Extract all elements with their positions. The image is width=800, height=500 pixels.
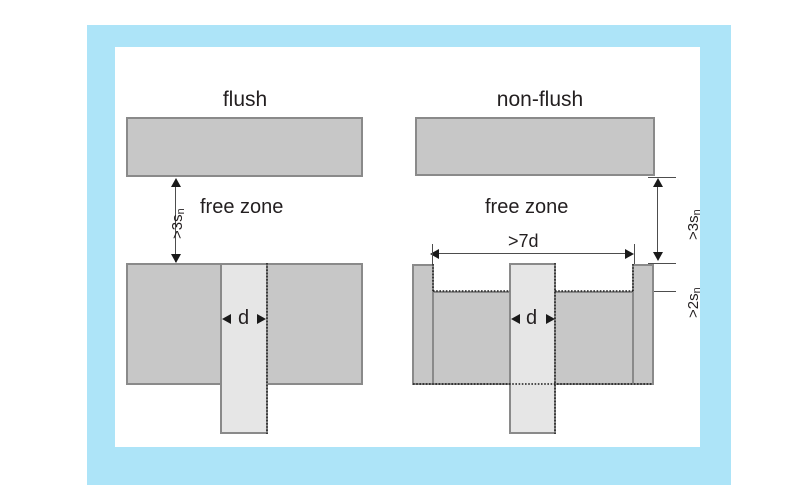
- non-flush-dim-prefix: >3s: [685, 215, 702, 240]
- non-flush-width-arrow-right: [625, 249, 634, 259]
- flush-dim-arrow-down: [171, 254, 181, 263]
- flush-dim-prefix: >3s: [169, 214, 186, 239]
- flush-vertical-dim-line: [175, 180, 176, 262]
- non-flush-target-right-wall: [632, 264, 654, 385]
- non-flush-width-ext-left: [432, 244, 433, 266]
- non-flush-target-floor-right: [554, 291, 634, 385]
- non-flush-d-arrow-left: [511, 314, 520, 324]
- flush-target-right: [266, 263, 363, 385]
- non-flush-center-rod: [509, 263, 556, 434]
- flush-vertical-dim-label: >3sn: [169, 208, 187, 239]
- non-flush-diameter-label: d: [526, 307, 538, 329]
- flush-dim-arrow-up: [171, 178, 181, 187]
- non-flush-width-dim-line: [434, 253, 632, 254]
- non-flush-recess-subscript: n: [690, 287, 703, 294]
- non-flush-vertical-dim-label: >3sn: [685, 209, 703, 240]
- non-flush-recess-tick-bottom: [648, 291, 676, 292]
- flush-d-arrow-left: [222, 314, 231, 324]
- non-flush-free-zone-label: free zone: [485, 196, 569, 218]
- non-flush-dim-tick-mid: [648, 263, 676, 264]
- non-flush-width-arrow-left: [430, 249, 439, 259]
- non-flush-vertical-dim-line: [657, 180, 658, 258]
- non-flush-width-dim-label: >7d: [508, 231, 539, 251]
- flush-title: flush: [222, 88, 268, 111]
- flush-diameter-label: d: [238, 307, 250, 329]
- non-flush-recess-prefix: >2s: [685, 293, 702, 318]
- non-flush-target-floor-left: [432, 291, 511, 385]
- non-flush-title: non-flush: [496, 88, 584, 111]
- flush-center-rod: [220, 263, 268, 434]
- non-flush-dim-subscript: n: [690, 209, 703, 216]
- flush-dim-subscript: n: [174, 208, 187, 215]
- non-flush-recess-dim-label: >2sn: [685, 287, 703, 318]
- non-flush-target-left-wall: [412, 264, 434, 385]
- non-flush-d-arrow-right: [546, 314, 555, 324]
- non-flush-dim-tick-top: [648, 177, 676, 178]
- flush-upper-plate: [126, 117, 363, 177]
- flush-free-zone-label: free zone: [200, 196, 284, 218]
- non-flush-upper-plate: [415, 117, 655, 176]
- flush-d-arrow-right: [257, 314, 266, 324]
- non-flush-dim-arrow-up: [653, 178, 663, 187]
- flush-target-left: [126, 263, 222, 385]
- non-flush-width-ext-right: [634, 244, 635, 266]
- non-flush-dim-arrow-down: [653, 252, 663, 261]
